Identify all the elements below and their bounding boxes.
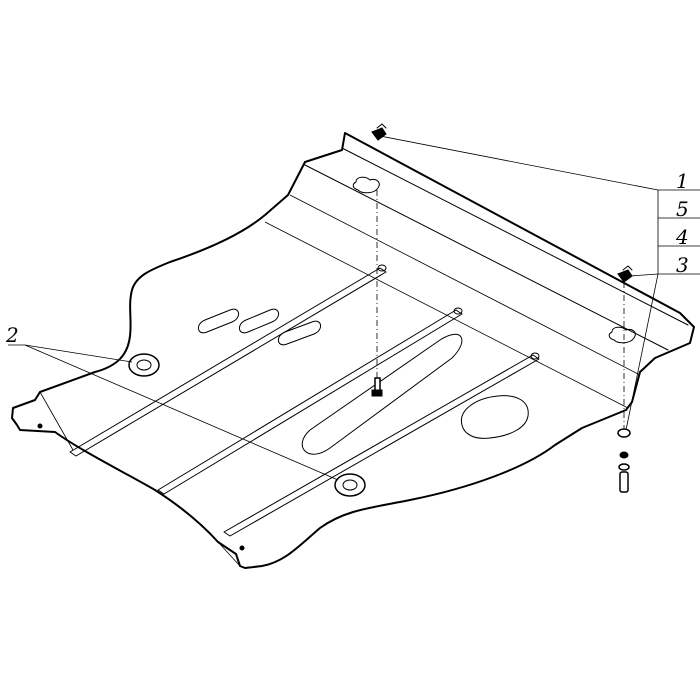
front-bend-1 xyxy=(39,391,74,451)
vent-slot-2 xyxy=(239,308,279,334)
callout-3: 3 xyxy=(676,253,689,277)
clip-nut-left xyxy=(371,123,387,141)
flange-fold-lower xyxy=(304,164,669,351)
vent-slot-3 xyxy=(278,320,321,346)
callout-box xyxy=(657,189,700,275)
round-opening xyxy=(460,395,529,439)
callout-2: 2 xyxy=(5,323,19,347)
vent-slot-1 xyxy=(198,308,239,334)
clip-nut-right xyxy=(617,265,633,283)
oval-opening xyxy=(301,333,463,455)
leader-1 xyxy=(379,135,659,191)
rib-right xyxy=(223,352,540,537)
flange-fold-upper xyxy=(341,147,689,326)
callout-5: 5 xyxy=(676,197,689,221)
fastener-stack-right xyxy=(617,282,631,493)
leader-2b xyxy=(24,344,339,481)
bend-line-front xyxy=(264,221,629,409)
flange-fold-bottom xyxy=(289,194,641,376)
keyhole-slot-right xyxy=(608,326,636,344)
grommet-left xyxy=(128,353,160,377)
plate-outline xyxy=(11,132,695,569)
rib-middle xyxy=(157,307,463,495)
callout-1: 1 xyxy=(676,169,689,193)
callout-4: 4 xyxy=(675,225,689,249)
edge-hole-1 xyxy=(37,423,43,429)
grommet-center xyxy=(334,473,366,497)
rib-left xyxy=(69,264,387,457)
front-bend-2 xyxy=(217,541,241,567)
leader-2a xyxy=(24,344,133,363)
leader-3 xyxy=(625,273,659,431)
keyhole-slot-left xyxy=(352,176,380,194)
edge-hole-2 xyxy=(239,545,245,551)
bolt-middle xyxy=(371,190,383,397)
leader-clip xyxy=(629,273,659,277)
